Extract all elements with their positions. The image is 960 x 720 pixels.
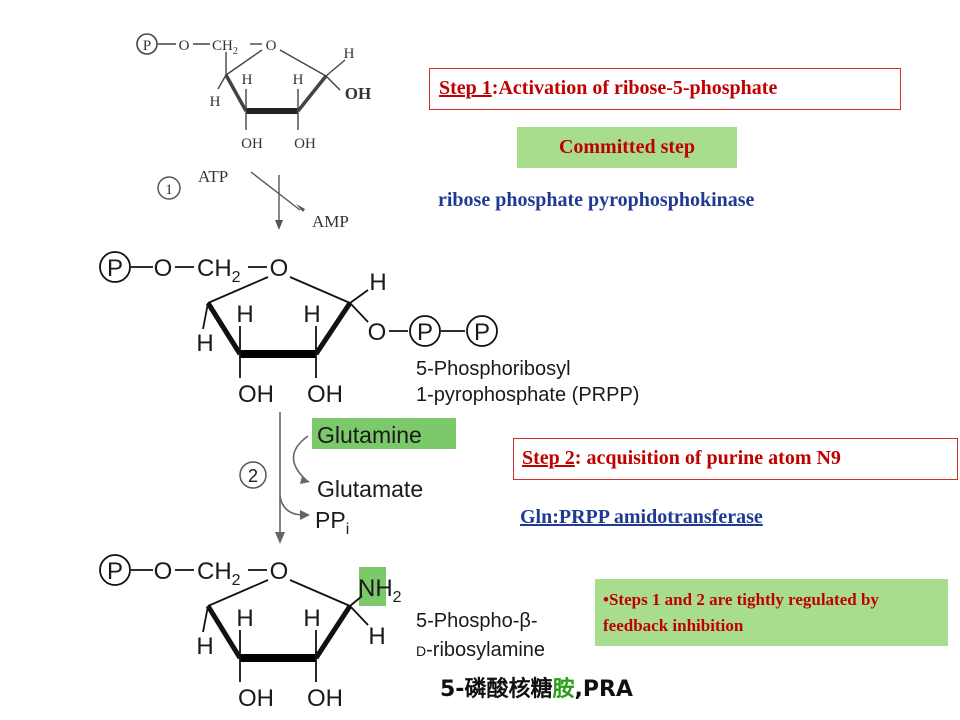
c1-hydrogen: H: [344, 46, 355, 62]
reaction-2-arrow: Glutamine 2 Glutamate PPi: [239, 412, 456, 544]
enzyme-2-label: Gln:PRPP amidotransferase: [520, 506, 763, 528]
glutamine-label: Glutamine: [317, 422, 422, 448]
c3-hydroxyl: OH: [238, 381, 274, 408]
pyrophosphate-p2-circle: [466, 315, 498, 347]
step-1-circle: [157, 176, 181, 200]
c4-hydrogen: H: [196, 330, 213, 357]
ch2-group: CH2: [212, 38, 238, 57]
pra-molecule: P O CH2 O NH2 H H H H OH OH 5-Phospho-β-…: [99, 554, 545, 712]
ch2-group: CH2: [197, 255, 241, 286]
pra-name-line-2: D-ribosylamine: [416, 639, 545, 661]
regulation-note: •Steps 1 and 2 are tightly regulated by …: [595, 579, 948, 646]
pra-label-part-3: ,PRA: [574, 677, 633, 702]
step-2-description: : acquisition of purine atom N9: [574, 447, 841, 469]
pyrophosphate-p1: P: [417, 319, 433, 346]
step-2-number: 2: [248, 466, 258, 486]
nh2-group: NH2: [358, 575, 402, 606]
pra-chinese-label: 5-磷酸核糖胺,PRA: [440, 671, 633, 703]
oxygen-link: O: [154, 255, 173, 282]
c2-hydroxyl: OH: [307, 381, 343, 408]
c1-hydrogen: H: [368, 623, 385, 650]
ring-oxygen: O: [266, 38, 277, 54]
enzyme-1-label: ribose phosphate pyrophosphokinase: [438, 189, 755, 211]
step-1-box: Step 1:Activation of ribose-5-phosphate: [429, 68, 901, 110]
step-1-description: :Activation of ribose-5-phosphate: [491, 77, 778, 99]
nh2-highlight: [359, 567, 386, 606]
step-2-box: Step 2: acquisition of purine atom N9: [513, 438, 958, 480]
ribose-5-phosphate: P O CH2 O H OH H H H OH OH: [136, 33, 371, 152]
pyrophosphate-p2: P: [474, 319, 490, 346]
pra-label-part-2: 胺: [552, 677, 575, 702]
glutamine-highlight: [312, 418, 456, 449]
glutamate-label: Glutamate: [317, 476, 423, 502]
reaction-1-arrow: 1 ATP AMP: [157, 167, 349, 231]
phosphate-label: P: [107, 255, 123, 282]
c3-hydrogen: H: [236, 301, 253, 328]
ring-oxygen: O: [270, 558, 289, 585]
c1-oxygen: O: [368, 319, 387, 346]
c2-hydrogen: H: [303, 605, 320, 632]
c3-hydroxyl: OH: [241, 136, 263, 152]
c3-hydrogen: H: [236, 605, 253, 632]
step-2-circle: [239, 461, 267, 489]
atp-label: ATP: [198, 167, 228, 186]
step-1-number: 1: [165, 182, 173, 198]
c4-hydrogen: H: [196, 633, 213, 660]
c2-hydrogen: H: [293, 72, 304, 88]
c2-hydroxyl: OH: [307, 685, 343, 712]
phosphate-label: P: [143, 38, 151, 54]
c3-hydroxyl: OH: [238, 685, 274, 712]
ring-oxygen: O: [270, 255, 289, 282]
pra-name-line-1: 5-Phospho-β-: [416, 610, 538, 632]
phosphate-circle: [136, 33, 158, 55]
committed-step-box: Committed step: [517, 127, 737, 168]
c2-hydroxyl: OH: [294, 136, 316, 152]
pra-label-part-1: 5-磷酸核糖: [440, 677, 553, 702]
c4-hydrogen: H: [210, 94, 221, 110]
c3-hydrogen: H: [242, 72, 253, 88]
phosphate-label: P: [107, 558, 123, 585]
c1-hydroxyl: OH: [345, 84, 371, 103]
pyrophosphate-p1-circle: [409, 315, 441, 347]
ch2-group: CH2: [197, 558, 241, 589]
c2-hydrogen: H: [303, 301, 320, 328]
amp-label: AMP: [312, 212, 349, 231]
phosphate-circle: [99, 251, 131, 283]
oxygen-link: O: [154, 558, 173, 585]
prpp-name-line-1: 5-Phosphoribosyl: [416, 358, 571, 380]
prpp-molecule: P O CH2 O H O P P H H H OH OH 5-Phosphor…: [99, 251, 639, 408]
step-1-number-label: Step 1: [439, 77, 492, 99]
phosphate-circle: [99, 554, 131, 586]
oxygen-link: O: [179, 38, 190, 54]
c1-hydrogen: H: [369, 269, 386, 296]
prpp-name-line-2: 1-pyrophosphate (PRPP): [416, 384, 639, 406]
step-2-number-label: Step 2: [522, 447, 575, 469]
ppi-label: PPi: [315, 507, 349, 538]
